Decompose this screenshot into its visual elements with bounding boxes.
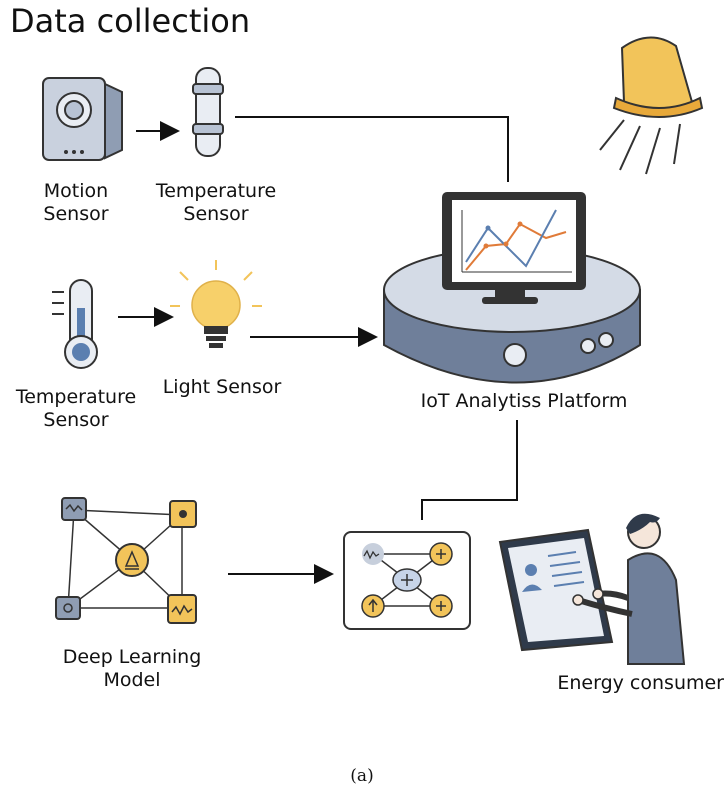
temperature-probe-icon — [192, 67, 224, 157]
motion-sensor-icon — [42, 77, 123, 161]
temperature-sensor-top-label-line2: Sensor — [183, 202, 249, 225]
light-sensor-label: Light Sensor — [162, 376, 282, 398]
energy-consumer-label: Energy consumer — [557, 672, 724, 694]
lamp-icon — [599, 36, 704, 175]
page-title: Data collection — [10, 2, 251, 40]
deep-learning-model-label-line1: Deep Learning — [62, 646, 202, 668]
motion-sensor-label: Motion Sensor — [28, 180, 124, 226]
analytics-platform-icon — [383, 192, 641, 384]
thermometer-icon — [52, 279, 98, 369]
deep-learning-model-label: Deep Learning Model — [50, 646, 214, 692]
temperature-sensor-left-label-line2: Sensor — [43, 408, 109, 431]
line-temp-to-platform — [235, 116, 509, 182]
temperature-sensor-top-label: Temperature Sensor — [146, 180, 286, 226]
figure-caption: (a) — [350, 766, 374, 786]
motion-sensor-label-line2: Sensor — [43, 202, 109, 225]
model-node-icon — [343, 531, 471, 630]
temperature-sensor-left-label-line1: Temperature — [15, 386, 137, 408]
deep-learning-model-label-line2: Model — [103, 668, 161, 691]
temperature-sensor-left-label: Temperature Sensor — [6, 386, 146, 432]
motion-sensor-label-line1: Motion — [43, 180, 109, 202]
line-platform-to-model — [421, 420, 518, 520]
neural-network-icon — [55, 497, 197, 624]
light-bulb-icon — [170, 260, 262, 348]
person-tablet-icon — [498, 513, 686, 665]
temperature-sensor-top-label-line1: Temperature — [155, 180, 277, 202]
iot-platform-label: IoT Analytiss Platform — [420, 390, 628, 412]
